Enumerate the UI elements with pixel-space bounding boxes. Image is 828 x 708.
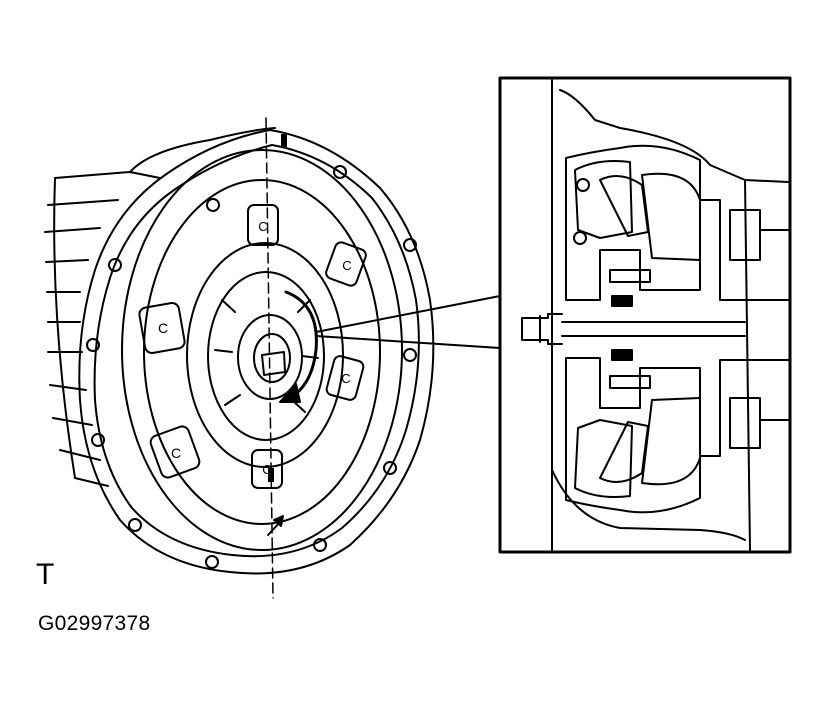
bell-housing <box>78 129 435 575</box>
cutaway-inset <box>498 76 792 554</box>
bolt-label: C <box>262 462 271 477</box>
lug-bottom: C <box>251 449 283 489</box>
bolt-label: C <box>341 371 350 386</box>
lug-right: C <box>325 355 365 401</box>
alignment-mark-bottom <box>268 468 274 482</box>
alignment-arrow-icon <box>267 515 284 536</box>
leader-lines <box>315 295 501 349</box>
lug-lower-left: C <box>149 425 201 479</box>
bolt-label: C <box>158 320 168 336</box>
converter-lugs: C C C C C C <box>138 204 367 489</box>
caption-letter: T <box>36 558 55 591</box>
curved-arrow-icon <box>279 290 318 403</box>
figure-code: G02997378 <box>38 612 151 635</box>
bolt-label: C <box>258 219 267 234</box>
torque-converter <box>121 149 403 551</box>
bolt-label: C <box>171 445 181 461</box>
lug-left: C <box>138 301 186 355</box>
alignment-mark-top <box>281 134 287 148</box>
bolt-label: C <box>342 258 351 273</box>
alignment-centerline <box>265 117 274 599</box>
lug-top: C <box>247 204 279 246</box>
transmission-case <box>44 127 276 487</box>
lug-upper-right: C <box>325 241 367 287</box>
